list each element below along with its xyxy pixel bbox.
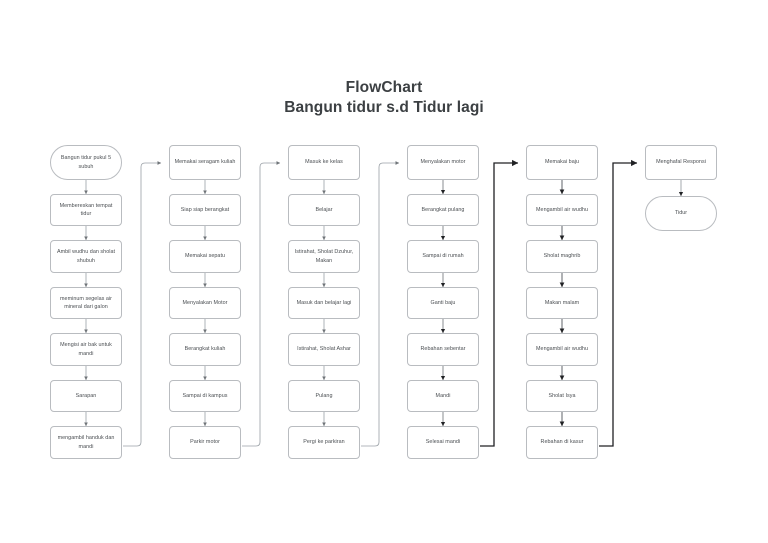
flow-node-bangun-tidur[interactable]: Bangun tidur pukul 5 subuh — [50, 145, 122, 180]
flow-node-membereskan-tempat-tidur[interactable]: Membereskan tempat tidur — [50, 194, 122, 226]
flow-node-belajar[interactable]: Belajar — [288, 194, 360, 226]
flow-node-memakai-seragam-kuliah[interactable]: Memakai seragam kuliah — [169, 145, 241, 180]
flow-node-minum-air-mineral[interactable]: meminum segelas air mineral dari galon — [50, 287, 122, 319]
chart-title: FlowChart Bangun tidur s.d Tidur lagi — [0, 78, 768, 119]
wrap-connector-col1-to-col2 — [123, 161, 162, 447]
flow-node-istirahat-sholat-ashar[interactable]: Istirahat, Sholat Ashar — [288, 333, 360, 366]
title-line-1: FlowChart — [345, 79, 423, 96]
flow-node-rebahan-di-kasur[interactable]: Rebahan di kasur — [526, 426, 598, 459]
wrap-connector-col5-to-col6 — [599, 159, 638, 447]
flow-node-parkir-motor[interactable]: Parkir motor — [169, 426, 241, 459]
flow-node-mengambil-air-wudhu-isya[interactable]: Mengambil air wudhu — [526, 333, 598, 366]
flow-node-menyalakan-motor-pagi[interactable]: Menyalakan Motor — [169, 287, 241, 319]
flow-node-istirahat-sholat-dzuhur-makan[interactable]: Istirahat, Sholat Dzuhur, Makan — [288, 240, 360, 273]
flow-node-sampai-di-rumah[interactable]: Sampai di rumah — [407, 240, 479, 273]
flow-node-ambil-wudhu-sholat-shubuh[interactable]: Ambil wudhu dan sholat shubuh — [50, 240, 122, 273]
flow-node-menghafal-responsi[interactable]: Menghafal Responsi — [645, 145, 717, 180]
flow-node-berangkat-pulang[interactable]: Berangkat pulang — [407, 194, 479, 226]
wrap-connector-col2-to-col3 — [242, 161, 281, 447]
title-line-2: Bangun tidur s.d Tidur lagi — [284, 99, 484, 117]
flow-node-sarapan[interactable]: Sarapan — [50, 380, 122, 412]
flow-node-selesai-mandi[interactable]: Selesai mandi — [407, 426, 479, 459]
flow-node-makan-malam[interactable]: Makan malam — [526, 287, 598, 319]
wrap-connector-col4-to-col5 — [480, 159, 519, 447]
flow-node-pulang[interactable]: Pulang — [288, 380, 360, 412]
wrap-connector-col3-to-col4 — [361, 161, 400, 447]
flow-node-memakai-sepatu[interactable]: Memakai sepatu — [169, 240, 241, 273]
flow-node-masuk-dan-belajar-lagi[interactable]: Masuk dan belajar lagi — [288, 287, 360, 319]
flow-node-berangkat-kuliah[interactable]: Berangkat kuliah — [169, 333, 241, 366]
flow-node-masuk-ke-kelas[interactable]: Masuk ke kelas — [288, 145, 360, 180]
flow-node-tidur[interactable]: Tidur — [645, 196, 717, 231]
flow-node-sholat-maghrib[interactable]: Sholat maghrib — [526, 240, 598, 273]
flow-node-mengisi-air-bak[interactable]: Mengisi air bak untuk mandi — [50, 333, 122, 366]
flow-node-ganti-baju[interactable]: Ganti baju — [407, 287, 479, 319]
flow-node-mengambil-handuk-mandi[interactable]: mengambil handuk dan mandi — [50, 426, 122, 459]
flow-node-menyalakan-motor-pulang[interactable]: Menyalakan motor — [407, 145, 479, 180]
flow-node-rebahan-sebentar[interactable]: Rebahan sebentar — [407, 333, 479, 366]
flow-node-sampai-di-kampus[interactable]: Sampai di kampus — [169, 380, 241, 412]
flow-node-siap-siap-berangkat[interactable]: Siap siap berangkat — [169, 194, 241, 226]
flow-node-sholat-isya[interactable]: Sholat Isya — [526, 380, 598, 412]
flow-node-mengambil-air-wudhu-maghrib[interactable]: Mengambil air wudhu — [526, 194, 598, 226]
flow-node-memakai-baju[interactable]: Memakai baju — [526, 145, 598, 180]
flow-node-mandi[interactable]: Mandi — [407, 380, 479, 412]
flow-node-pergi-ke-parkiran[interactable]: Pergi ke parkiran — [288, 426, 360, 459]
